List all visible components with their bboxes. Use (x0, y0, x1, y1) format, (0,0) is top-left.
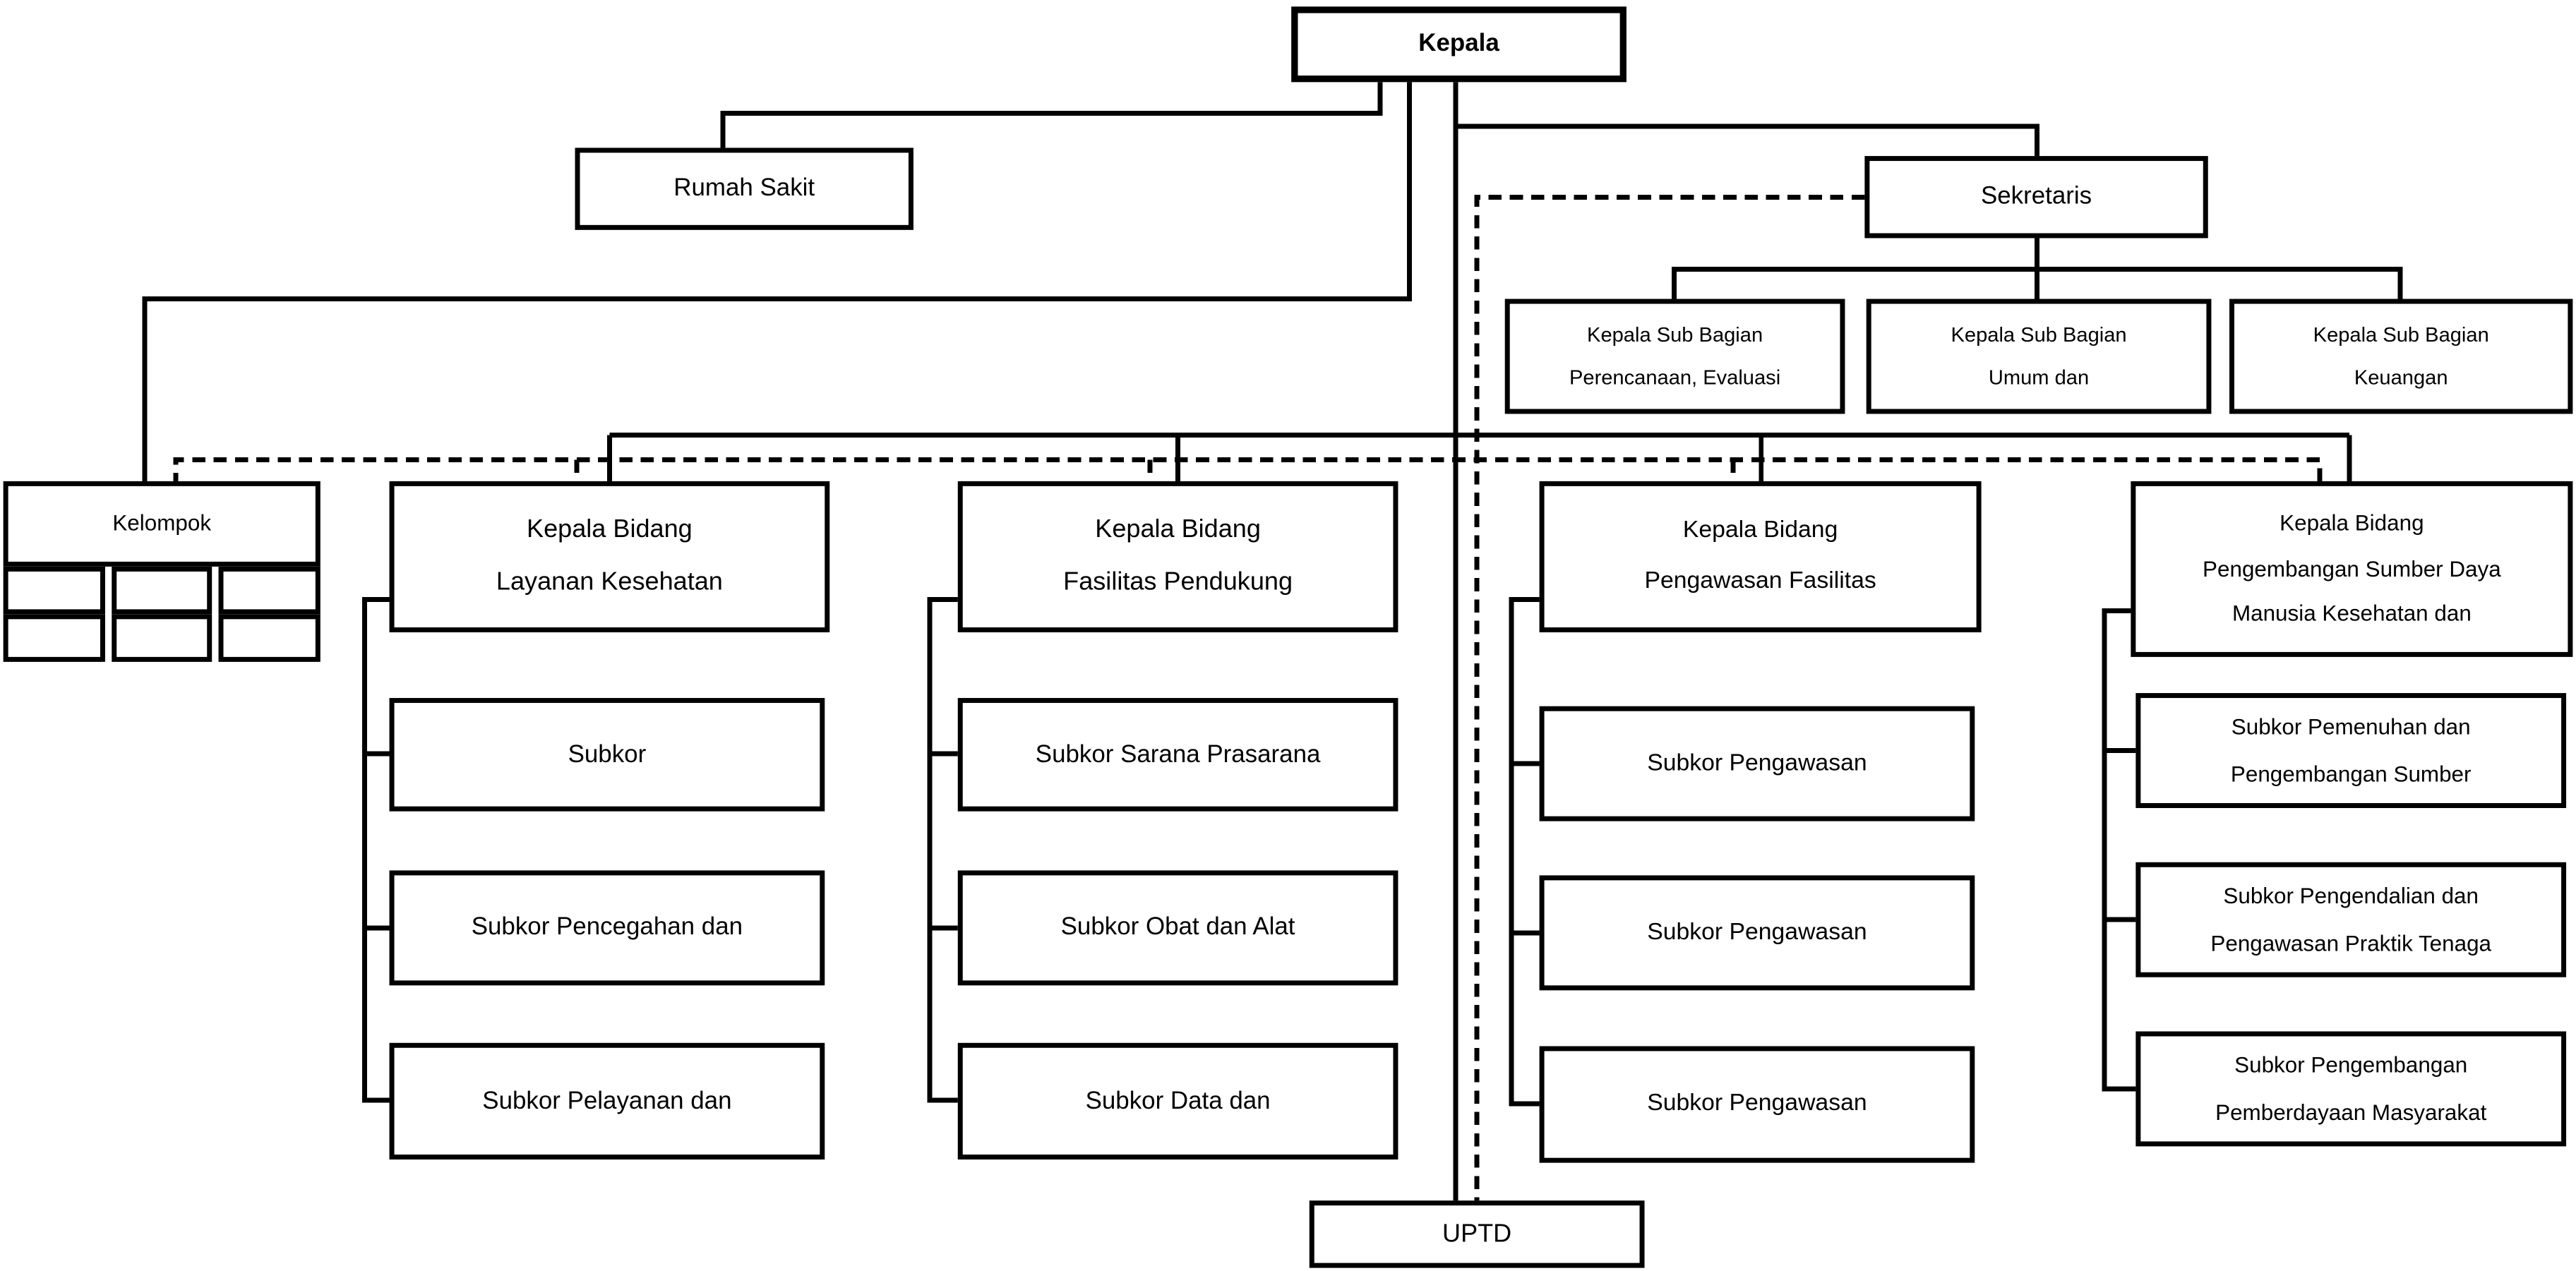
node-label-line: Pengawasan Fasilitas (1644, 568, 1876, 595)
node-label-line: Umum dan (1988, 366, 2090, 390)
node-label-line: Kepala Bidang (2280, 511, 2424, 536)
dashed-bidang-rail (173, 457, 2323, 486)
node-subkor-2-1: Subkor Sarana Prasarana (957, 698, 1398, 812)
node-rumah-sakit-label: Rumah Sakit (673, 174, 815, 203)
kelompok-table-cell (219, 566, 320, 615)
node-label-line: Manusia Kesehatan dan (2231, 601, 2472, 627)
node-label-line: Kepala Bidang (1682, 517, 1838, 545)
node-label-line: Subkor (568, 740, 647, 769)
kelompok-table-cell (111, 566, 212, 615)
dashed-sekretaris-uptd (1474, 194, 1865, 1204)
node-subkor-2-2: Subkor Obat dan Alat (957, 870, 1398, 986)
node-label-line: Kepala Sub Bagian (1951, 323, 2127, 347)
node-bidang-fasilitas-pendukung: Kepala Bidang Fasilitas Pendukung (957, 481, 1398, 632)
node-label-line: Subkor Pengawasan (1647, 919, 1867, 946)
node-sub-bagian-umum: Kepala Sub Bagian Umum dan (1866, 299, 2212, 414)
node-bidang-pengembangan-sdm: Kepala Bidang Pengembangan Sumber Daya M… (2131, 481, 2573, 657)
spine-col4 (2102, 608, 2141, 1092)
node-subkor-3-2: Subkor Pengawasan (1539, 875, 1975, 991)
node-subkor-3-3: Subkor Pengawasan (1539, 1046, 1975, 1163)
node-label-line: Subkor Pencegahan dan (471, 913, 743, 942)
node-label-line: Kepala Sub Bagian (1587, 323, 1763, 347)
node-label-line: Subkor Pemenuhan dan (2231, 714, 2471, 740)
node-sekretaris: Sekretaris (1864, 156, 2208, 239)
node-kelompok: Kelompok (3, 481, 320, 567)
node-label-line: Subkor Pengawasan (1647, 749, 1867, 776)
node-bidang-pengawasan-fasilitas: Kepala Bidang Pengawasan Fasilitas (1539, 481, 1982, 632)
node-label-line: Subkor Pengendalian dan (2223, 883, 2479, 908)
node-subkor-2-3: Subkor Data dan (957, 1042, 1398, 1160)
node-label-line: Kepala Bidang (527, 516, 693, 544)
kelompok-table-cell (219, 614, 320, 662)
node-label-line: Subkor Sarana Prasarana (1035, 740, 1321, 769)
node-subkor-1-2: Subkor Pencegahan dan (389, 870, 825, 986)
node-label-line: Fasilitas Pendukung (1063, 568, 1293, 596)
spine-col1 (362, 596, 395, 1103)
node-rumah-sakit: Rumah Sakit (575, 147, 913, 230)
solid-connectors (142, 82, 2403, 1204)
connector-kepala-kelompok (142, 82, 1413, 486)
node-kelompok-label: Kelompok (112, 511, 212, 536)
node-label-line: Pemberdayaan Masyarakat (2215, 1100, 2487, 1124)
node-label-line: Pengembangan Sumber (2230, 761, 2472, 786)
node-label-line: Pengawasan Praktik Tenaga (2210, 930, 2492, 956)
node-uptd-label: UPTD (1442, 1219, 1512, 1248)
node-sub-bagian-perencanaan: Kepala Sub Bagian Perencanaan, Evaluasi (1504, 299, 1845, 414)
node-label-line: Keuangan (2354, 366, 2448, 390)
connector-kepala-rumah-sakit (720, 82, 1383, 153)
kelompok-table-cell (111, 614, 212, 662)
node-label-line: Subkor Obat dan Alat (1060, 913, 1295, 942)
node-sekretaris-label: Sekretaris (1980, 183, 2092, 211)
node-label-line: Perencanaan, Evaluasi (1569, 366, 1781, 390)
node-label-line: Kepala Bidang (1095, 516, 1261, 544)
kelompok-table-cell (3, 566, 105, 615)
node-sub-bagian-keuangan: Kepala Sub Bagian Keuangan (2229, 299, 2573, 414)
node-label-line: Layanan Kesehatan (496, 568, 723, 596)
node-bidang-layanan-kesehatan: Kepala Bidang Layanan Kesehatan (389, 481, 830, 632)
node-label-line: Subkor Pelayanan dan (482, 1087, 732, 1115)
node-label-line: Pengembangan Sumber Daya (2203, 556, 2501, 582)
kelompok-table-cell (3, 614, 105, 662)
spine-col3 (1509, 596, 1545, 1107)
node-subkor-3-1: Subkor Pengawasan (1539, 706, 1975, 821)
connector-kepala-sekretaris (1455, 124, 2040, 159)
node-subkor-1-1: Subkor (389, 698, 825, 812)
kelompok-table (3, 566, 320, 662)
node-label-line: Kepala Sub Bagian (2313, 323, 2489, 347)
node-subkor-4-3: Subkor Pengembangan Pemberdayaan Masyara… (2135, 1031, 2567, 1147)
node-kepala: Kepala (1291, 6, 1627, 83)
node-label-line: Subkor Pengawasan (1647, 1090, 1867, 1117)
spine-col2 (927, 596, 963, 1103)
node-kepala-label: Kepala (1418, 30, 1499, 59)
node-label-line: Subkor Data dan (1085, 1087, 1271, 1115)
node-subkor-1-3: Subkor Pelayanan dan (389, 1042, 825, 1160)
node-uptd: UPTD (1309, 1200, 1645, 1268)
node-label-line: Subkor Pengembangan (2234, 1052, 2468, 1078)
node-subkor-4-2: Subkor Pengendalian dan Pengawasan Prakt… (2135, 862, 2567, 977)
node-subkor-4-1: Subkor Pemenuhan dan Pengembangan Sumber (2135, 693, 2567, 808)
